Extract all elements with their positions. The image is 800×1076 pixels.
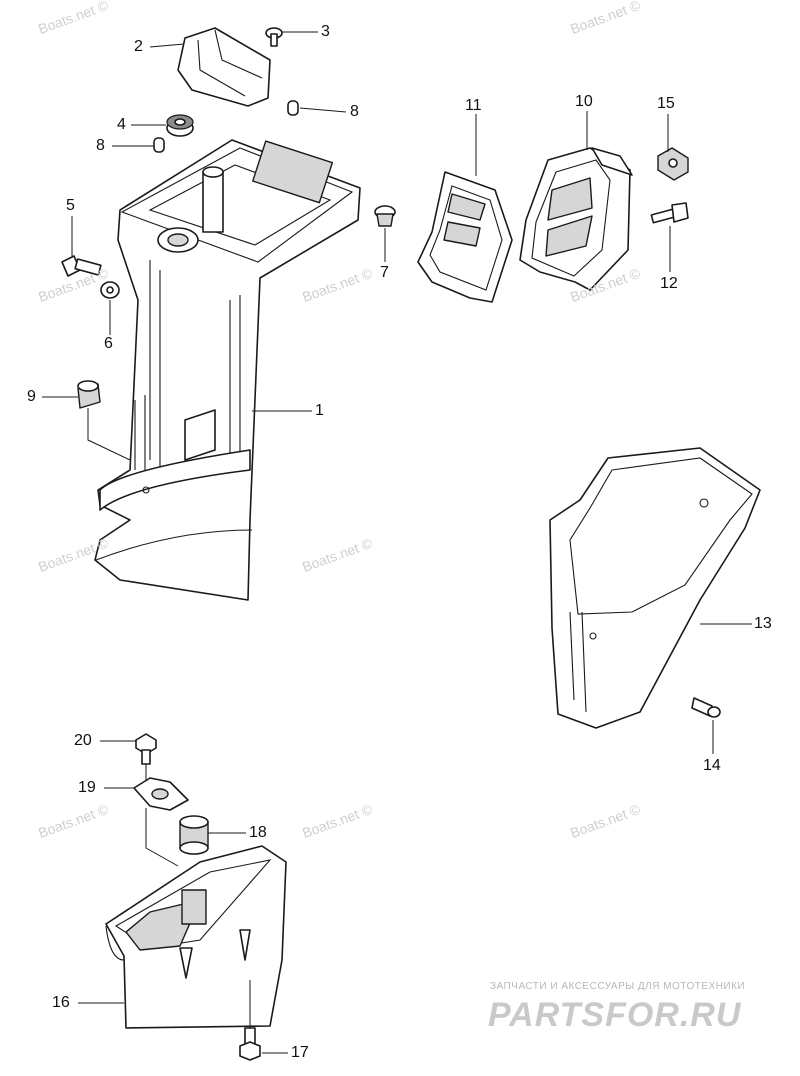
- brand-tagline: ЗАПЧАСТИ И АКСЕССУАРЫ ДЛЯ МОТОТЕХНИКИ: [490, 981, 746, 992]
- part-11-gasket: [417, 171, 513, 303]
- callout-3: 3: [321, 23, 330, 40]
- part-7-plug: [374, 205, 396, 227]
- part-13-apron: [549, 447, 761, 729]
- callout-15: 15: [657, 95, 675, 112]
- part-10-cover: [519, 147, 633, 291]
- part-4-collar: [166, 114, 194, 137]
- part-8-pin-lower: [153, 137, 165, 153]
- part-8-pin-upper: [287, 100, 299, 116]
- callout-12: 12: [660, 275, 678, 292]
- part-12-bolt: [650, 202, 689, 224]
- part-5-bolt: [61, 255, 102, 277]
- leader-lines: [42, 31, 752, 1054]
- callout-5: 5: [66, 197, 75, 214]
- part-3-screw: [265, 27, 283, 47]
- part-14-screw: [691, 697, 721, 718]
- part-18-grommet: [179, 815, 209, 855]
- part-17-bolt: [239, 1027, 261, 1061]
- callout-11: 11: [465, 97, 482, 114]
- part-1-upper-casing: [94, 139, 361, 601]
- callout-17: 17: [291, 1044, 309, 1061]
- callout-7: 7: [380, 264, 389, 281]
- callout-19: 19: [78, 779, 96, 796]
- part-16-lower-casing: [105, 845, 287, 1029]
- part-9-plug: [77, 380, 101, 409]
- callout-2: 2: [134, 38, 143, 55]
- part-19-plate: [133, 777, 189, 811]
- callout-13: 13: [754, 615, 772, 632]
- callout-10: 10: [575, 93, 593, 110]
- callout-20: 20: [74, 732, 92, 749]
- part-6-washer: [100, 281, 120, 299]
- part-20-bolt: [135, 733, 157, 765]
- callout-6: 6: [104, 335, 113, 352]
- callout-9: 9: [27, 388, 36, 405]
- callout-16: 16: [52, 994, 70, 1011]
- brand-logo: PARTSFOR.RU: [488, 996, 742, 1034]
- callout-14: 14: [703, 757, 721, 774]
- callout-8-upper: 8: [350, 103, 359, 120]
- callout-18: 18: [249, 824, 267, 841]
- callout-1: 1: [315, 402, 324, 419]
- part-2-bracket: [177, 27, 271, 107]
- callout-8-lower: 8: [96, 137, 105, 154]
- part-15-nut: [657, 147, 689, 181]
- callout-4: 4: [117, 116, 126, 133]
